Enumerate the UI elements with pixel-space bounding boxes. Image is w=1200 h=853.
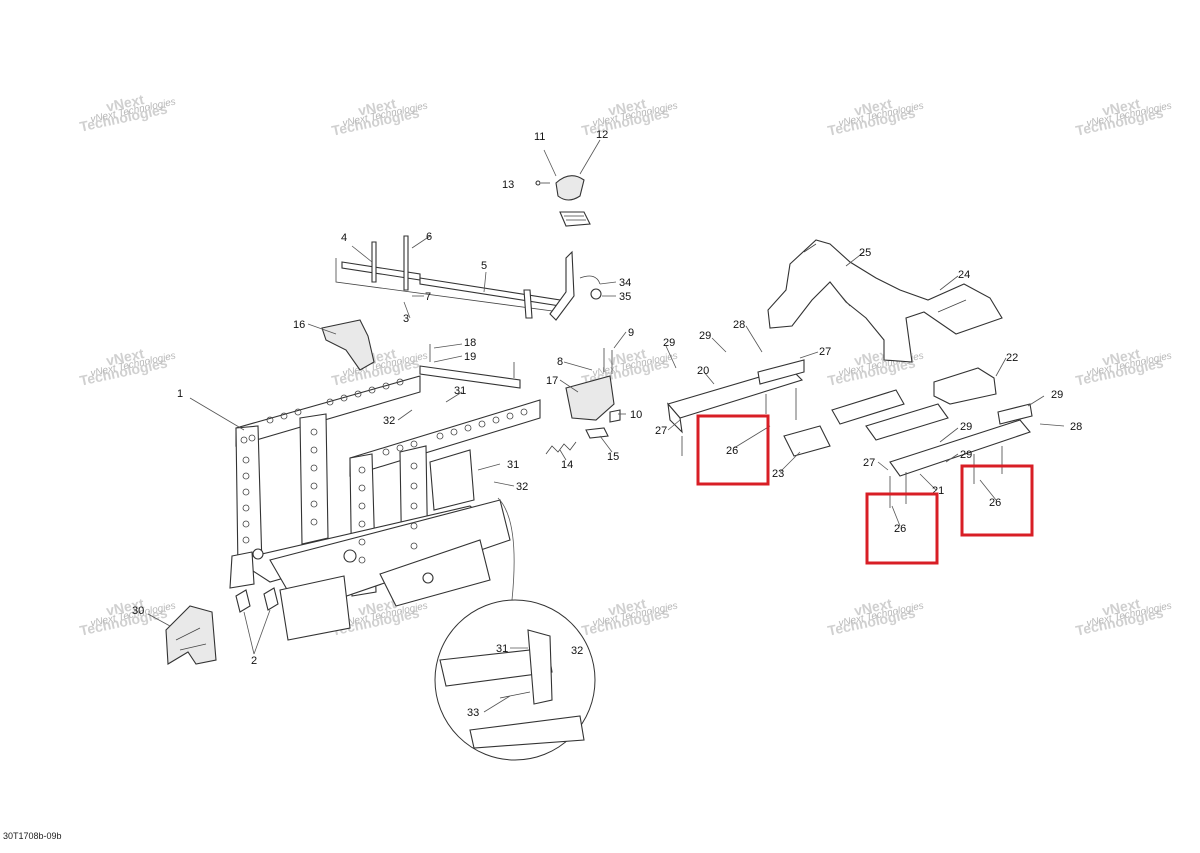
watermark: vNext Technologies vNext Technologies bbox=[78, 345, 177, 389]
svg-text:vNext: vNext bbox=[853, 595, 894, 619]
callout-29: 29 bbox=[960, 421, 972, 433]
detail-inset bbox=[434, 497, 596, 761]
highlight-boxes bbox=[696, 414, 1034, 565]
svg-text:vNext: vNext bbox=[607, 95, 648, 119]
part-21-22-rail bbox=[831, 367, 1033, 508]
callout-23: 23 bbox=[772, 468, 784, 480]
callout-29: 29 bbox=[699, 330, 711, 342]
callout-31: 31 bbox=[507, 459, 519, 471]
watermark: vNext Technologies vNext Technologies bbox=[1074, 95, 1173, 139]
watermark: vNext Technologies vNext Technologies bbox=[78, 91, 177, 135]
svg-text:vNext: vNext bbox=[607, 345, 648, 369]
watermark: vNext Technologies vNext Technologies bbox=[826, 95, 925, 139]
callout-33: 33 bbox=[467, 707, 479, 719]
callout-11: 11 bbox=[534, 131, 545, 143]
svg-text:vNext: vNext bbox=[1101, 95, 1142, 119]
part-14-spring bbox=[545, 427, 609, 455]
callout-10: 10 bbox=[630, 409, 642, 421]
svg-text:vNext: vNext bbox=[607, 595, 648, 619]
callout-24: 24 bbox=[958, 269, 970, 281]
callout-17: 17 bbox=[546, 375, 558, 387]
svg-text:vNext: vNext bbox=[1101, 595, 1142, 619]
svg-text:vNext: vNext bbox=[853, 95, 894, 119]
part-handle bbox=[535, 175, 591, 227]
callout-14: 14 bbox=[561, 459, 573, 471]
svg-text:vNext: vNext bbox=[105, 91, 146, 115]
part-17-bracket bbox=[565, 348, 621, 423]
callout-4: 4 bbox=[341, 232, 347, 244]
callout-32: 32 bbox=[383, 415, 395, 427]
callout-8: 8 bbox=[557, 356, 563, 368]
callout-29: 29 bbox=[1051, 389, 1063, 401]
watermark: vNext Technologies vNext Technologies bbox=[1074, 345, 1173, 389]
callout-31: 31 bbox=[454, 385, 466, 397]
callout-26: 26 bbox=[989, 497, 1001, 509]
callout-3: 3 bbox=[403, 313, 409, 325]
svg-text:vNext: vNext bbox=[105, 595, 146, 619]
highlight-box-26[interactable] bbox=[960, 464, 1034, 537]
callout-32: 32 bbox=[516, 481, 528, 493]
callout-9: 9 bbox=[628, 327, 634, 339]
callout-22: 22 bbox=[1006, 352, 1018, 364]
callout-27: 27 bbox=[655, 425, 667, 437]
svg-text:vNext: vNext bbox=[357, 95, 398, 119]
callout-7: 7 bbox=[425, 291, 431, 303]
callout-16: 16 bbox=[293, 319, 305, 331]
callout-6: 6 bbox=[426, 231, 432, 243]
highlight-box-26[interactable] bbox=[865, 492, 939, 565]
frame-holes bbox=[240, 378, 528, 564]
svg-text:vNext: vNext bbox=[105, 345, 146, 369]
callout-5: 5 bbox=[481, 260, 487, 272]
callout-18: 18 bbox=[464, 337, 476, 349]
callout-31: 31 bbox=[496, 643, 508, 655]
highlight-box-26[interactable] bbox=[696, 414, 770, 486]
callout-20: 20 bbox=[697, 365, 709, 377]
callout-2: 2 bbox=[251, 655, 257, 667]
callout-labels: 1 2 3 4 5 6 7 8 9 10 11 12 13 14 15 16 1… bbox=[132, 129, 1082, 719]
svg-text:vNext: vNext bbox=[1101, 345, 1142, 369]
callout-32: 32 bbox=[571, 645, 583, 657]
callout-1: 1 bbox=[177, 388, 183, 400]
part-30-bracket bbox=[165, 605, 217, 665]
callout-35: 35 bbox=[619, 291, 631, 303]
callout-13: 13 bbox=[502, 179, 514, 191]
callout-29: 29 bbox=[663, 337, 675, 349]
document-code: 30T1708b-09b bbox=[3, 831, 62, 841]
part-19-bar bbox=[419, 344, 521, 389]
watermark: vNext Technologies vNext Technologies bbox=[78, 595, 177, 639]
watermark: vNext Technologies vNext Technologies bbox=[330, 95, 429, 139]
watermark: vNext Technologies vNext Technologies bbox=[580, 595, 679, 639]
svg-text:vNext: vNext bbox=[853, 345, 894, 369]
callout-34: 34 bbox=[619, 277, 631, 289]
watermark: vNext Technologies vNext Technologies bbox=[580, 95, 679, 139]
watermark: vNext Technologies vNext Technologies bbox=[1074, 595, 1173, 639]
callout-19: 19 bbox=[464, 351, 476, 363]
leader-lines bbox=[147, 139, 1065, 713]
callout-29: 29 bbox=[960, 449, 972, 461]
watermark: vNext Technologies vNext Technologies bbox=[826, 595, 925, 639]
part-1-frame bbox=[229, 375, 541, 641]
part-rod-assembly bbox=[335, 235, 602, 321]
part-24-25-crossmember bbox=[767, 239, 1003, 363]
callout-12: 12 bbox=[596, 129, 608, 141]
callout-27: 27 bbox=[863, 457, 875, 469]
callout-25: 25 bbox=[859, 247, 871, 259]
callout-30: 30 bbox=[132, 605, 144, 617]
part-2-links bbox=[235, 587, 279, 613]
callout-28: 28 bbox=[1070, 421, 1082, 433]
callout-27: 27 bbox=[819, 346, 831, 358]
callout-26: 26 bbox=[726, 445, 738, 457]
part-16-bracket bbox=[321, 319, 375, 371]
part-20-rail bbox=[667, 359, 831, 457]
callout-28: 28 bbox=[733, 319, 745, 331]
watermark: vNext Technologies vNext Technologies bbox=[826, 345, 925, 389]
callout-26: 26 bbox=[894, 523, 906, 535]
svg-text:vNext: vNext bbox=[357, 595, 398, 619]
callout-15: 15 bbox=[607, 451, 619, 463]
